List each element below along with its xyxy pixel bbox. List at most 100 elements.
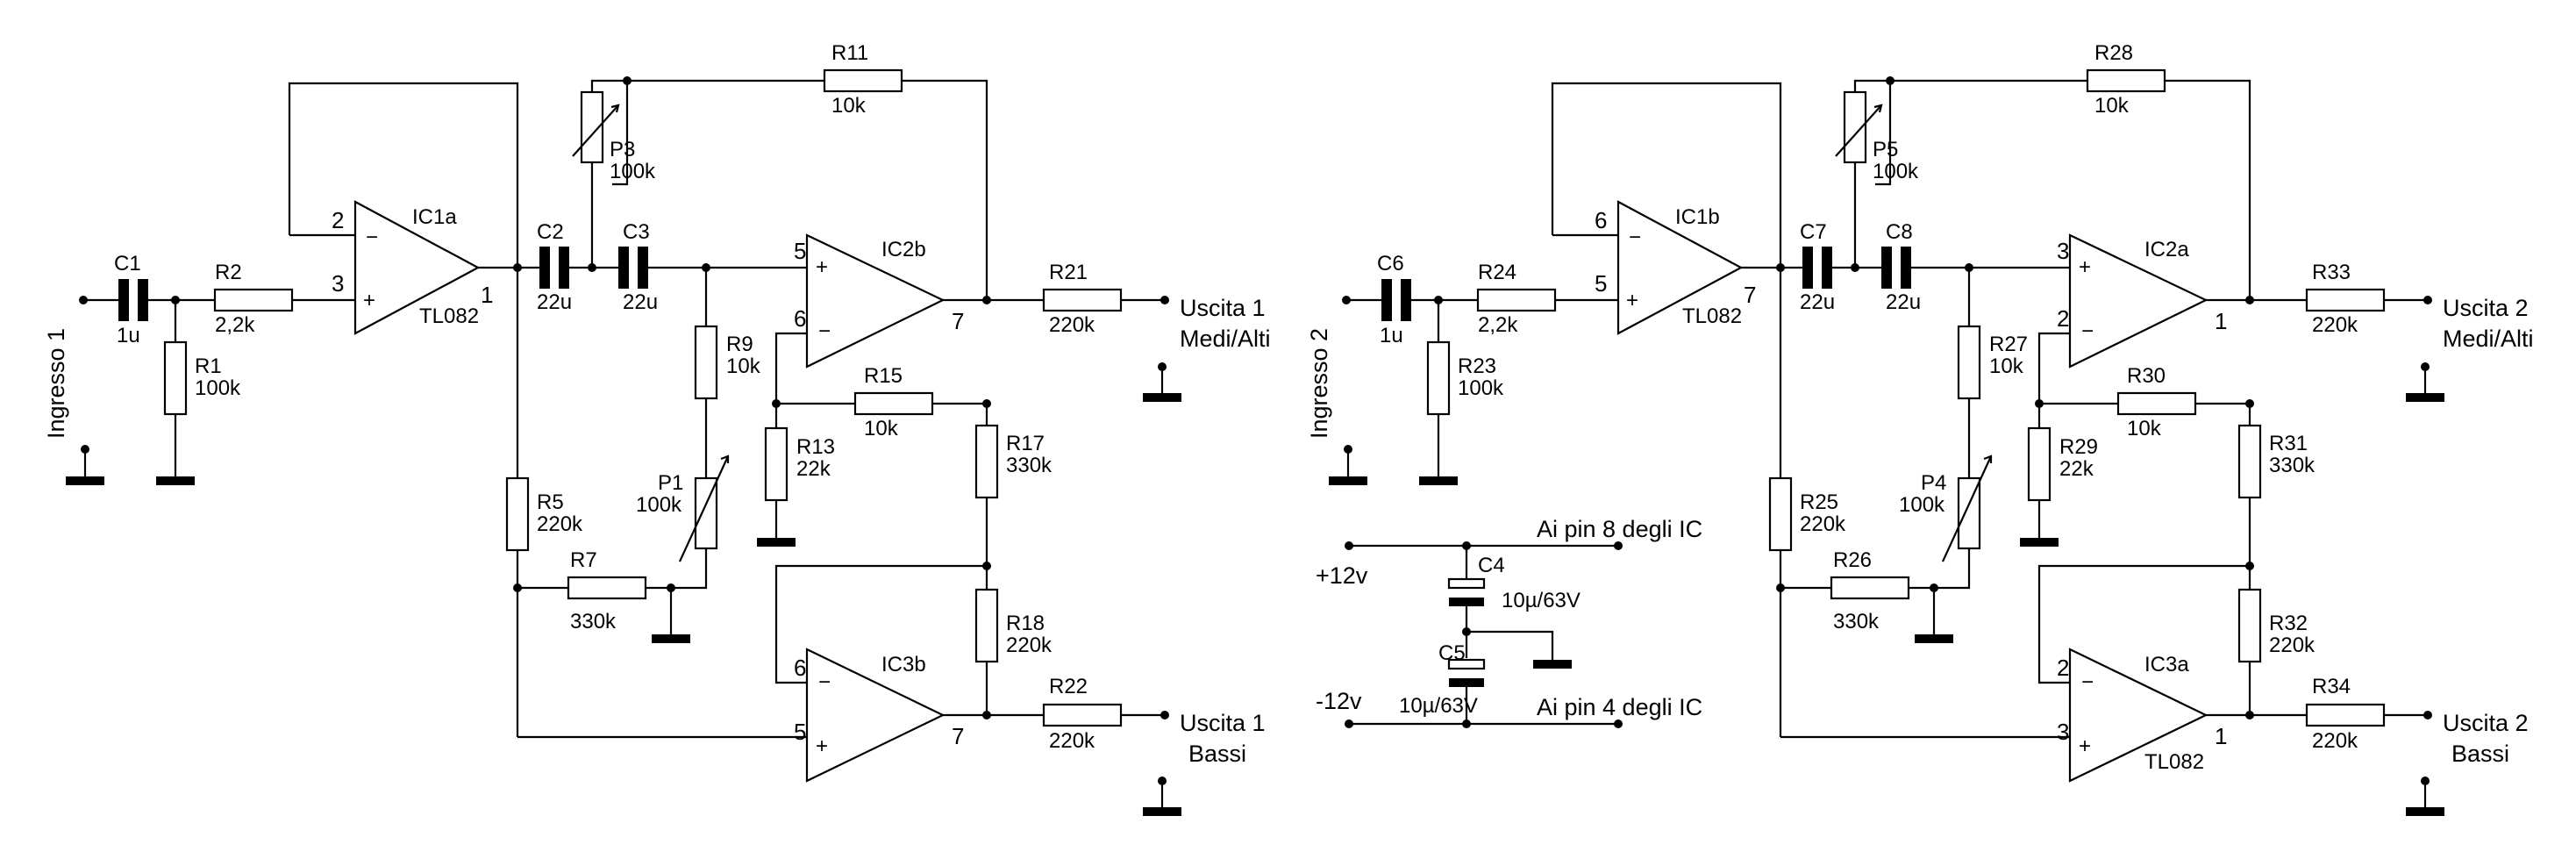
- capacitor-c1: [118, 279, 129, 321]
- pin-noninv: 3: [332, 270, 344, 297]
- pin-out: 7: [952, 723, 964, 749]
- potentiometer-p4-name: P4: [1921, 471, 1946, 495]
- opamp-ic1b-part: TL082: [1682, 304, 1742, 328]
- resistor-r28: [2086, 68, 2166, 93]
- resistor-r13-name: R13: [796, 435, 835, 459]
- resistor-r13-value: 22k: [796, 457, 831, 481]
- pos-supply-label: +12v: [1316, 562, 1368, 589]
- pin-noninv: 3: [2057, 238, 2069, 264]
- input-label: Ingresso 1: [43, 328, 69, 439]
- resistor-r32-name: R32: [2269, 612, 2308, 635]
- resistor-r31-name: R31: [2269, 432, 2308, 455]
- output-high-label: Uscita 1: [1180, 295, 1266, 321]
- pin-out: 7: [1744, 282, 1756, 308]
- capacitor-c5: [1447, 658, 1486, 670]
- capacitor-c2: [539, 247, 550, 289]
- pin-inv: 6: [1595, 207, 1607, 233]
- resistor-r9-value: 10k: [726, 354, 761, 378]
- output-high-label-2: Medi/Alti: [2443, 326, 2534, 352]
- resistor-r28-name: R28: [2094, 41, 2133, 65]
- pin-noninv: 3: [2057, 719, 2069, 745]
- resistor-r22: [1042, 703, 1123, 727]
- svg-text:+: +: [1626, 289, 1638, 312]
- capacitor-c8-name: C8: [1886, 220, 1913, 244]
- opamp-ic1b-name: IC1b: [1675, 205, 1720, 229]
- capacitor-c3-name: C3: [623, 220, 650, 244]
- resistor-r25-name: R25: [1800, 490, 1838, 514]
- pin-out: 1: [2215, 723, 2227, 749]
- resistor-r7-name: R7: [570, 548, 597, 572]
- capacitor-c1-value: 1u: [117, 324, 140, 347]
- resistor-r33-name: R33: [2312, 261, 2351, 284]
- resistor-r1-value: 100k: [195, 376, 241, 400]
- neg-supply-note: Ai pin 4 degli IC: [1537, 694, 1702, 720]
- potentiometer-p5-name: P5: [1873, 138, 1898, 161]
- opamp-ic1a-name: IC1a: [412, 205, 457, 229]
- resistor-r27-name: R27: [1989, 333, 2028, 356]
- opamp-ic2a-name: IC2a: [2144, 238, 2189, 261]
- resistor-r21-value: 220k: [1049, 313, 1095, 337]
- resistor-r23-name: R23: [1458, 354, 1496, 378]
- svg-text:+: +: [2079, 255, 2091, 279]
- resistor-r34-value: 220k: [2312, 729, 2358, 753]
- opamp-ic2a: [2068, 233, 2209, 369]
- resistor-r13: [764, 426, 788, 502]
- pin-inv: 2: [2057, 305, 2069, 332]
- resistor-r18: [974, 588, 999, 663]
- resistor-r32: [2237, 588, 2262, 663]
- resistor-r25: [1768, 476, 1793, 552]
- opamp-ic2b: [805, 233, 945, 369]
- capacitor-c1-name: C1: [114, 252, 141, 276]
- resistor-r2: [213, 288, 294, 312]
- opamp-ic1b: [1616, 200, 1744, 335]
- resistor-r5: [505, 476, 530, 552]
- potentiometer-p5-value: 100k: [1873, 160, 1919, 183]
- pin-inv: 2: [332, 207, 344, 233]
- potentiometer-p1-name: P1: [658, 471, 683, 495]
- svg-text:−: −: [818, 670, 831, 694]
- resistor-r31-value: 330k: [2269, 454, 2316, 477]
- resistor-r30-name: R30: [2127, 364, 2166, 388]
- pos-supply-note: Ai pin 8 degli IC: [1537, 516, 1702, 542]
- resistor-r9: [694, 325, 718, 400]
- potentiometer-p1-value: 100k: [636, 493, 682, 517]
- resistor-r29-value: 22k: [2059, 457, 2094, 481]
- resistor-r29-name: R29: [2059, 435, 2098, 459]
- opamp-ic3a-part: TL082: [2144, 750, 2204, 774]
- opamp-ic3b: [805, 648, 945, 783]
- svg-text:−: −: [818, 319, 831, 343]
- opamp-ic1a: [353, 200, 481, 335]
- capacitor-c3: [618, 247, 629, 289]
- capacitor-c7-value: 22u: [1800, 290, 1835, 314]
- capacitor-c6: [1381, 279, 1392, 321]
- pin-inv: 6: [794, 305, 806, 332]
- resistor-r1: [163, 340, 188, 416]
- output-bass-label-2: Bassi: [1188, 741, 1246, 767]
- svg-text:−: −: [2081, 670, 2094, 694]
- capacitor-c4: [1447, 577, 1486, 590]
- capacitor-c2-name: C2: [537, 220, 564, 244]
- resistor-r5-value: 220k: [537, 512, 583, 536]
- capacitor-c7: [1802, 247, 1813, 289]
- resistor-r7-value: 330k: [570, 610, 617, 634]
- resistor-r11-name: R11: [831, 41, 868, 65]
- resistor-r15-name: R15: [864, 364, 903, 388]
- potentiometer-p3-value: 100k: [610, 160, 656, 183]
- capacitor-c8: [1881, 247, 1892, 289]
- neg-supply-label: -12v: [1316, 688, 1362, 714]
- resistor-r2-value: 2,2k: [215, 313, 255, 337]
- capacitor-c4-name: C4: [1478, 554, 1505, 577]
- resistor-r9-name: R9: [726, 333, 753, 356]
- resistor-r27-value: 10k: [1989, 354, 2024, 378]
- resistor-r30-value: 10k: [2127, 417, 2162, 440]
- resistor-r23-value: 100k: [1458, 376, 1504, 400]
- resistor-r21: [1042, 288, 1123, 312]
- channel-1: Ingresso 1 C1 1u R1 100k R2 2,2k − + IC1…: [43, 41, 1271, 816]
- capacitor-c3-value: 22u: [623, 290, 658, 314]
- resistor-r18-name: R18: [1006, 612, 1045, 635]
- pin-inv: 6: [794, 655, 806, 681]
- svg-text:+: +: [363, 289, 375, 312]
- resistor-r2-name: R2: [215, 261, 242, 284]
- resistor-r33-value: 220k: [2312, 313, 2358, 337]
